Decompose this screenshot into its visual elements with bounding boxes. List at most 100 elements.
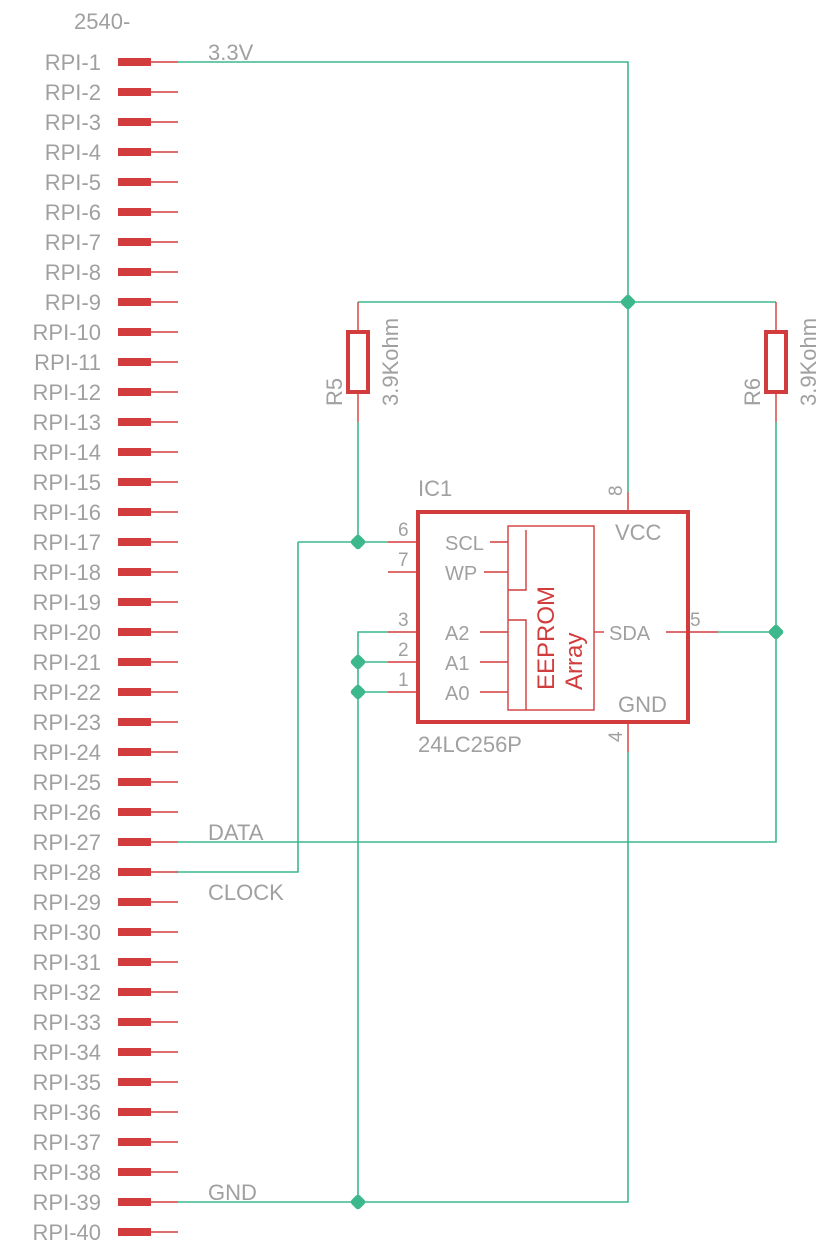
connector-pin[interactable]: RPI-3: [45, 110, 178, 135]
connector-pin[interactable]: RPI-19: [33, 590, 178, 615]
r5-body: [346, 330, 370, 394]
connector-pin[interactable]: RPI-17: [33, 530, 178, 555]
eeprom-label: EEPROM: [533, 586, 560, 690]
connector-pin[interactable]: RPI-22: [33, 680, 178, 705]
connector-pin-label: RPI-19: [33, 590, 101, 615]
connector-pin[interactable]: RPI-23: [33, 710, 178, 735]
pin-num-wp: 7: [398, 550, 409, 571]
connector-pin-pad: [118, 928, 151, 936]
connector-pin-pad: [118, 178, 151, 186]
connector-pin-label: RPI-21: [33, 650, 101, 675]
connector-pin[interactable]: RPI-36: [33, 1100, 178, 1125]
wire-clock: [178, 542, 299, 873]
connector-pin[interactable]: RPI-4: [45, 140, 178, 165]
junction-dot: [768, 624, 784, 640]
connector-pin-label: RPI-30: [33, 920, 101, 945]
connector-pin-label: RPI-5: [45, 170, 101, 195]
connector-pin[interactable]: RPI-39: [33, 1190, 178, 1215]
connector-pin[interactable]: RPI-7: [45, 230, 178, 255]
connector-pin[interactable]: RPI-38: [33, 1160, 178, 1185]
connector-pin-label: RPI-13: [33, 410, 101, 435]
connector-pin-pad: [118, 58, 151, 66]
resistor-r6[interactable]: R6 3.9Kohm: [740, 302, 821, 422]
connector-pin-label: RPI-8: [45, 260, 101, 285]
connector-pin[interactable]: RPI-27: [33, 830, 178, 855]
connector-pin-label: RPI-36: [33, 1100, 101, 1125]
wire-gnd: [178, 752, 629, 1203]
connector-pin[interactable]: RPI-12: [33, 380, 178, 405]
connector-name: 2540-: [74, 9, 130, 34]
eeprom-subblock-bottom: [508, 619, 527, 710]
connector-pin[interactable]: RPI-24: [33, 740, 178, 765]
connector-pin[interactable]: RPI-10: [33, 320, 178, 345]
connector-pin[interactable]: RPI-25: [33, 770, 178, 795]
connector-pin[interactable]: RPI-30: [33, 920, 178, 945]
connector-pin[interactable]: RPI-37: [33, 1130, 178, 1155]
ic-part: 24LC256P: [418, 732, 522, 757]
connector-pin[interactable]: RPI-35: [33, 1070, 178, 1095]
connector-pin[interactable]: RPI-2: [45, 80, 178, 105]
connector-pin[interactable]: RPI-13: [33, 410, 178, 435]
ic-body: [416, 510, 690, 724]
connector-pin-pad: [118, 1228, 151, 1236]
connector-pin-pad: [118, 1168, 151, 1176]
connector-pin-pad: [118, 958, 151, 966]
connector-pin[interactable]: RPI-11: [34, 350, 178, 375]
connector-pin-pad: [118, 148, 151, 156]
connector-pin[interactable]: RPI-8: [45, 260, 178, 285]
connector-pin[interactable]: RPI-29: [33, 890, 178, 915]
connector-pin-label: RPI-28: [33, 860, 101, 885]
connector-pin-pad: [118, 538, 151, 546]
connector-pin-pad: [118, 1018, 151, 1026]
pin-num-sda: 5: [690, 610, 701, 631]
connector-pin-pad: [118, 508, 151, 516]
connector-pin-label: RPI-38: [33, 1160, 101, 1185]
connector-pin[interactable]: RPI-14: [33, 440, 178, 465]
connector-pin-pad: [118, 238, 151, 246]
pin-name-vcc: VCC: [615, 520, 662, 545]
connector-pin[interactable]: RPI-21: [33, 650, 178, 675]
connector-pin[interactable]: RPI-15: [33, 470, 178, 495]
connector-pin-label: RPI-15: [33, 470, 101, 495]
array-label: Array: [561, 633, 588, 690]
connector-pin-label: RPI-32: [33, 980, 101, 1005]
connector-pin[interactable]: RPI-33: [33, 1010, 178, 1035]
connector-pin[interactable]: RPI-20: [33, 620, 178, 645]
connector-pin-label: RPI-12: [33, 380, 101, 405]
junction-dot: [350, 684, 366, 700]
connector-pin-pad: [118, 838, 151, 846]
connector-pin-pad: [118, 88, 151, 96]
connector-pin-pad: [118, 418, 151, 426]
connector-pin[interactable]: RPI-31: [33, 950, 178, 975]
connector-pin-label: RPI-20: [33, 620, 101, 645]
connector-pin-label: RPI-31: [33, 950, 101, 975]
connector-pin[interactable]: RPI-34: [33, 1040, 178, 1065]
connector-pin[interactable]: RPI-18: [33, 560, 178, 585]
connector-pin-pad: [118, 898, 151, 906]
connector-pin-pad: [118, 868, 151, 876]
connector-pin[interactable]: RPI-1: [45, 50, 178, 75]
connector-pin-pad: [118, 358, 151, 366]
connector-pin[interactable]: RPI-28: [33, 860, 178, 885]
connector-pin-label: RPI-39: [33, 1190, 101, 1215]
connector-pin-pad: [118, 388, 151, 396]
connector-pin[interactable]: RPI-26: [33, 800, 178, 825]
connector-pin-label: RPI-37: [33, 1130, 101, 1155]
wire-3v3: [178, 61, 629, 492]
resistor-r5[interactable]: R5 3.9Kohm: [322, 302, 403, 422]
connector-pin[interactable]: RPI-32: [33, 980, 178, 1005]
connector-pin-label: RPI-14: [33, 440, 101, 465]
connector-pin[interactable]: RPI-16: [33, 500, 178, 525]
pin-name-gnd: GND: [618, 692, 667, 717]
eeprom-block: [507, 525, 595, 711]
connector-pin[interactable]: RPI-40: [33, 1220, 178, 1245]
r6-ref: R6: [740, 378, 765, 406]
ic-24lc256[interactable]: IC1 24LC256P EEPROM Array 6 7 3 2 1 SCL …: [388, 476, 718, 757]
pin-name-a2: A2: [445, 623, 469, 645]
connector-pin[interactable]: RPI-5: [45, 170, 178, 195]
connector-pin[interactable]: RPI-9: [45, 290, 178, 315]
connector-pin-pad: [118, 268, 151, 276]
connector-pin[interactable]: RPI-6: [45, 200, 178, 225]
connector-pin-pad: [118, 988, 151, 996]
